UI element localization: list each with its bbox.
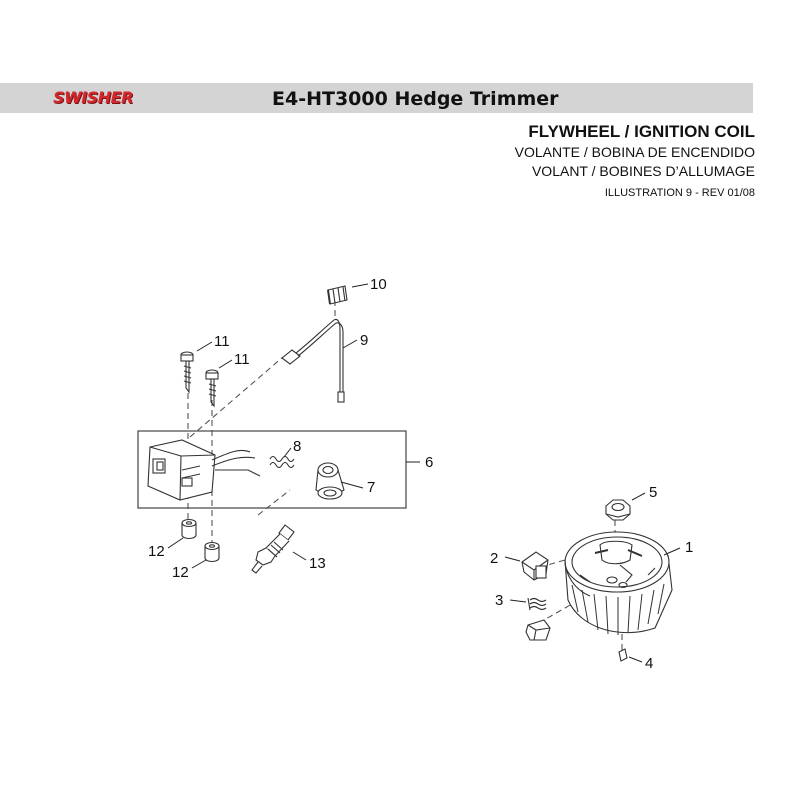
callout-2: 2 bbox=[490, 550, 498, 567]
part-1-flywheel bbox=[564, 531, 673, 635]
callout-11-upper: 11 bbox=[214, 333, 230, 350]
assembly-guide-lines bbox=[187, 300, 623, 650]
document-title: E4-HT3000 Hedge Trimmer bbox=[272, 88, 559, 110]
section-title-french: VOLANT / BOBINES D’ALLUMAGE bbox=[531, 163, 755, 179]
illustration-revision: ILLUSTRATION 9 - REV 01/08 bbox=[604, 187, 755, 199]
part-6-ignition-coil bbox=[147, 439, 261, 501]
callout-11-lower: 11 bbox=[234, 351, 250, 368]
assembly-box-6 bbox=[137, 430, 407, 509]
part-2-key bbox=[521, 551, 549, 581]
logo-text: SWISHER bbox=[53, 88, 133, 107]
section-title: FLYWHEEL / IGNITION COIL bbox=[528, 122, 755, 141]
callout-5: 5 bbox=[649, 484, 657, 501]
part-10-boot-cap bbox=[327, 285, 348, 305]
callout-3: 3 bbox=[495, 592, 503, 609]
callout-13: 13 bbox=[309, 555, 326, 572]
callout-7: 7 bbox=[367, 479, 375, 496]
part-9-ground-wire bbox=[281, 318, 345, 403]
callout-10: 10 bbox=[370, 276, 387, 293]
header-band bbox=[0, 83, 753, 113]
part-12-spacer-lower bbox=[204, 541, 220, 563]
part-7-spark-plug-boot bbox=[315, 462, 345, 500]
part-3-pawl-spring bbox=[527, 597, 547, 611]
callout-4: 4 bbox=[645, 655, 653, 672]
swisher-logo: SWISHER bbox=[40, 84, 146, 112]
part-3-pawl bbox=[525, 619, 551, 641]
section-title-spanish: VOLANTE / BOBINA DE ENCENDIDO bbox=[514, 144, 755, 160]
part-8-spring bbox=[269, 455, 295, 469]
part-4-woodruff-key bbox=[618, 648, 628, 662]
callout-6: 6 bbox=[425, 454, 433, 471]
part-5-flywheel-nut bbox=[605, 499, 631, 521]
callout-12-upper: 12 bbox=[148, 543, 165, 560]
part-12-spacer-upper bbox=[181, 518, 197, 540]
part-11-screw-lower bbox=[205, 369, 219, 408]
section-heading: FLYWHEEL / IGNITION COIL VOLANTE / BOBIN… bbox=[515, 121, 755, 203]
callout-1: 1 bbox=[685, 539, 693, 556]
callout-9: 9 bbox=[360, 332, 368, 349]
part-11-screw-upper bbox=[180, 351, 194, 394]
callout-8: 8 bbox=[293, 438, 301, 455]
callout-leaders bbox=[167, 283, 681, 663]
callout-12-lower: 12 bbox=[172, 564, 189, 581]
part-13-spark-plug bbox=[251, 524, 295, 574]
